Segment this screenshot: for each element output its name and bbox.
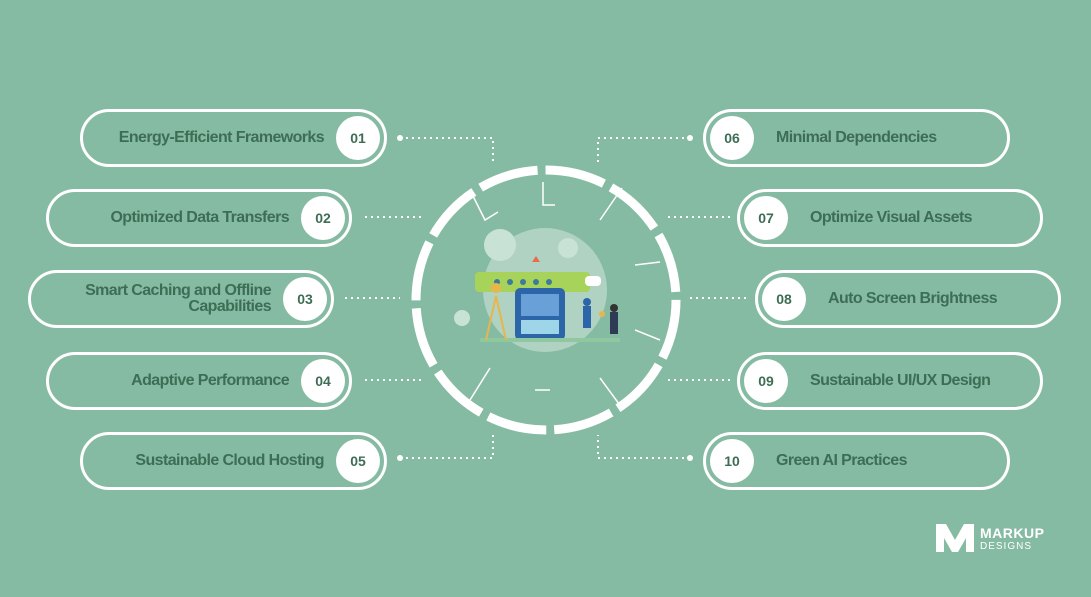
feature-pill-9: Sustainable UI/UX Design 09 bbox=[737, 352, 1043, 410]
feature-pill-3: Smart Caching and Offline Capabilities 03 bbox=[28, 270, 334, 328]
center-ring bbox=[411, 165, 681, 435]
feature-label: Adaptive Performance bbox=[131, 372, 289, 389]
feature-pill-1: Energy-Efficient Frameworks 01 bbox=[80, 109, 387, 167]
feature-pill-4: Adaptive Performance 04 bbox=[46, 352, 352, 410]
feature-number: 02 bbox=[301, 196, 345, 240]
feature-pill-10: Green AI Practices 10 bbox=[703, 432, 1010, 490]
feature-label: Green AI Practices bbox=[776, 452, 908, 469]
feature-number: 07 bbox=[744, 196, 788, 240]
app-illustration bbox=[454, 228, 620, 352]
feature-pill-7: Optimize Visual Assets 07 bbox=[737, 189, 1043, 247]
feature-number: 03 bbox=[283, 277, 327, 321]
feature-number: 10 bbox=[710, 439, 754, 483]
feature-pill-5: Sustainable Cloud Hosting 05 bbox=[80, 432, 387, 490]
logo-line2: DESIGNS bbox=[980, 541, 1033, 552]
feature-label: Sustainable Cloud Hosting bbox=[135, 452, 324, 469]
markup-logo-icon bbox=[936, 524, 974, 552]
feature-label: Sustainable UI/UX Design bbox=[810, 372, 991, 389]
feature-label: Auto Screen Brightness bbox=[828, 290, 998, 307]
feature-number: 04 bbox=[301, 359, 345, 403]
feature-label: Smart Caching and Offline Capabilities bbox=[85, 282, 272, 315]
logo-mark-space bbox=[934, 520, 976, 560]
dotted-connectors bbox=[345, 137, 748, 459]
feature-number: 09 bbox=[744, 359, 788, 403]
feature-label: Optimize Visual Assets bbox=[810, 209, 973, 226]
feature-number: 05 bbox=[336, 439, 380, 483]
feature-number: 06 bbox=[710, 116, 754, 160]
feature-pill-2: Optimized Data Transfers 02 bbox=[46, 189, 352, 247]
logo-line1: MARKUP bbox=[980, 525, 1045, 541]
feature-label: Energy-Efficient Frameworks bbox=[118, 129, 325, 146]
brand-logo: MARKUP DESIGNS bbox=[934, 520, 1044, 560]
feature-label: Optimized Data Transfers bbox=[110, 209, 289, 226]
rating-bar bbox=[475, 272, 590, 292]
logo-wordmark: MARKUP DESIGNS bbox=[980, 525, 1045, 553]
feature-number: 01 bbox=[336, 116, 380, 160]
feature-label: Minimal Dependencies bbox=[776, 129, 937, 146]
feature-pill-8: Auto Screen Brightness 08 bbox=[755, 270, 1061, 328]
ring-arrows bbox=[469, 182, 661, 409]
feature-pill-6: Minimal Dependencies 06 bbox=[703, 109, 1010, 167]
feature-number: 08 bbox=[762, 277, 806, 321]
